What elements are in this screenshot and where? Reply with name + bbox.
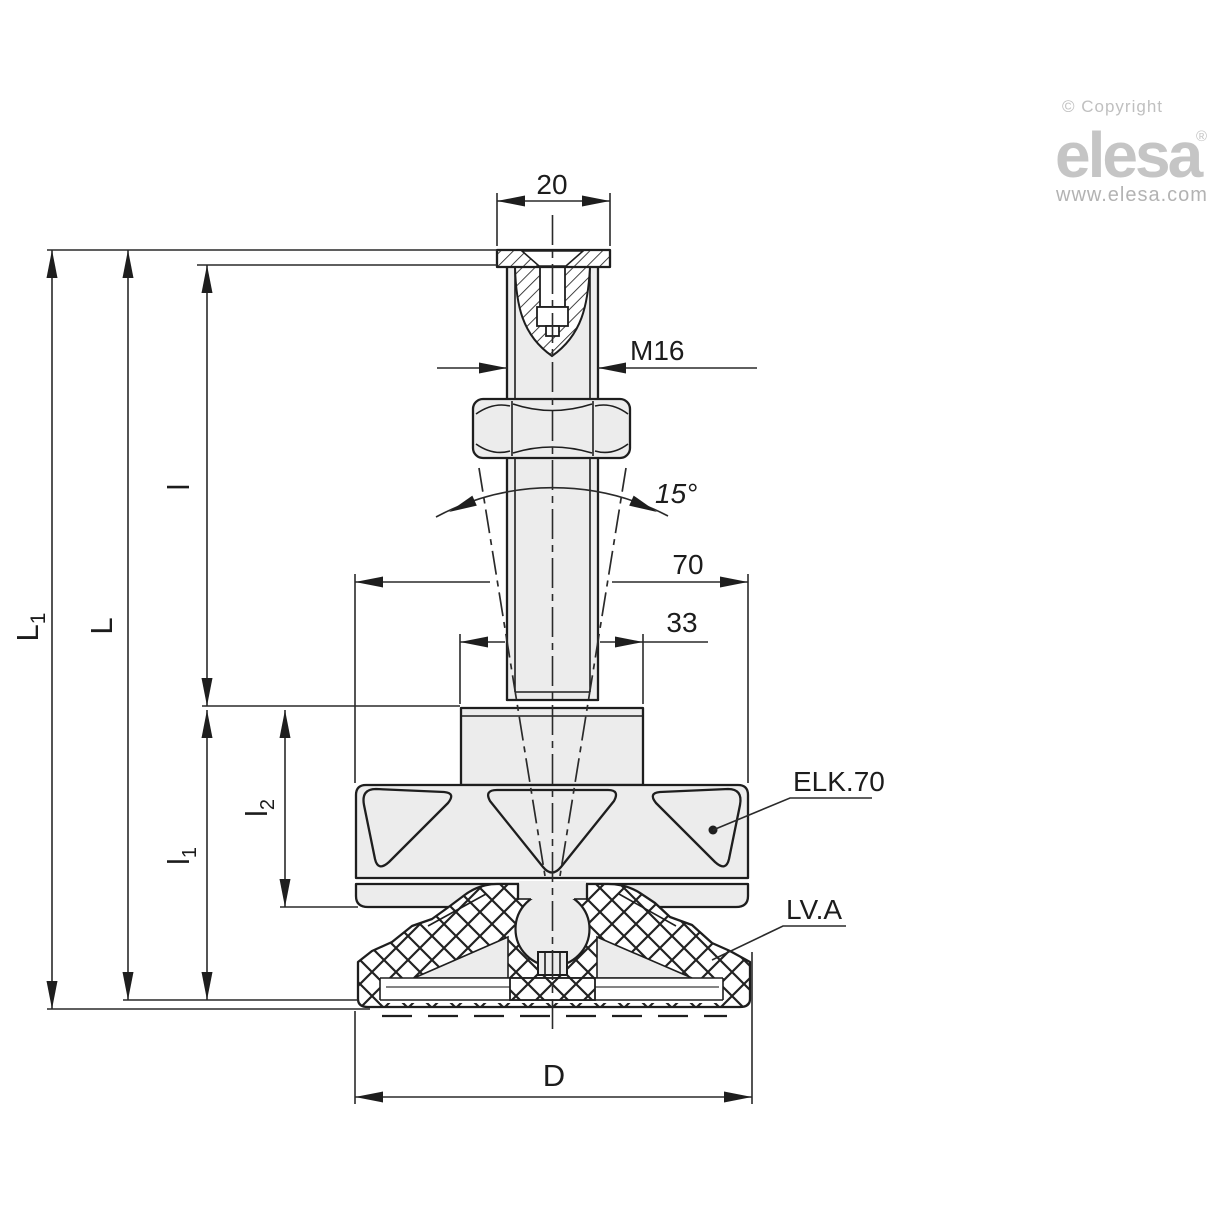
brand-block: © Copyright elesa ® www.elesa.com xyxy=(1055,97,1208,206)
website-text: www.elesa.com xyxy=(1055,184,1208,206)
l2-label: l2 xyxy=(239,799,279,817)
thread-value: M16 xyxy=(630,335,684,366)
base-callout: LV.A xyxy=(711,894,846,961)
thread-dimension: M16 xyxy=(437,335,757,374)
tilt-axis-right xyxy=(559,467,627,877)
top-cap xyxy=(495,248,612,269)
base-part-number: LV.A xyxy=(786,894,842,925)
copyright-text: © Copyright xyxy=(1062,97,1163,116)
stem-internal-hole xyxy=(513,266,592,358)
boss-diameter-value: 33 xyxy=(666,607,697,638)
base-bottom-strip xyxy=(379,977,724,1003)
knob-lobe-left xyxy=(362,787,453,868)
base-diameter-value: D xyxy=(543,1058,565,1093)
lower-height-dimension: l1 xyxy=(161,710,213,1000)
knob-height-dimension: l2 xyxy=(239,710,291,907)
tilt-angle-value: 15° xyxy=(655,478,697,509)
knob-part-number: ELK.70 xyxy=(793,766,885,797)
boss-diameter-dimension: 33 xyxy=(460,607,708,648)
knob-diameter-value: 70 xyxy=(672,549,703,580)
L1-label: L1 xyxy=(10,613,50,642)
elesa-logo: elesa xyxy=(1055,119,1204,191)
head-width-value: 20 xyxy=(536,169,567,200)
stem-length-dimension: l xyxy=(161,265,213,706)
base-diameter-dimension: D xyxy=(355,1058,752,1103)
overall-height-L1-dimension: L1 xyxy=(10,250,58,1009)
hex-nut xyxy=(471,397,632,460)
tilt-axis-left xyxy=(478,467,546,877)
part-callouts: ELK.70 LV.A xyxy=(708,766,885,961)
l-label: l xyxy=(161,484,196,491)
head-width-dimension: 20 xyxy=(497,169,610,207)
tilt-angle-dimension: 15° xyxy=(435,478,697,518)
dimension-lines: 20 M16 70 33 xyxy=(10,169,757,1104)
knob-lobe-right xyxy=(651,787,742,868)
l1-label: l1 xyxy=(161,847,201,865)
L-label: L xyxy=(84,617,119,634)
overall-height-L-dimension: L xyxy=(84,250,134,1000)
registered-mark-icon: ® xyxy=(1196,128,1207,145)
knob-diameter-dimension: 70 xyxy=(355,549,748,588)
knob-callout: ELK.70 xyxy=(708,766,885,835)
